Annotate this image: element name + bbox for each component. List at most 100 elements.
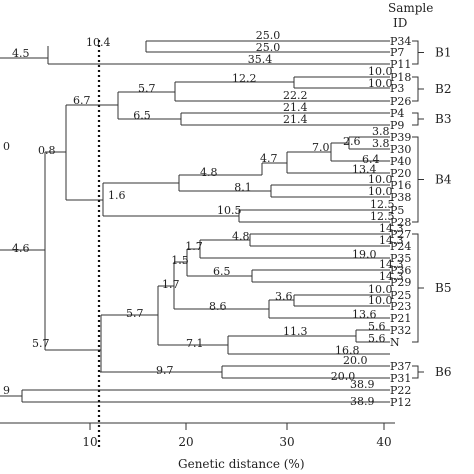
branch-label: 14.3 — [379, 234, 404, 247]
branch-label: 12.5 — [370, 198, 395, 211]
group-label: B3 — [435, 112, 451, 126]
branch-label: 1.6 — [108, 189, 126, 202]
branch-label: 35.4 — [248, 53, 273, 66]
branch-label: 10.5 — [217, 204, 242, 217]
group-label: B1 — [435, 46, 451, 60]
branch-label: 1.5 — [171, 254, 189, 267]
leaf-label: P20 — [390, 167, 411, 180]
branch-label: 4.8 — [200, 166, 218, 179]
branch-label: 25.0 — [256, 41, 281, 54]
branch-label: 22.2 — [283, 89, 308, 102]
branch-label: 13.6 — [352, 308, 377, 321]
branch-label: 10.0 — [368, 77, 393, 90]
group-bracket — [412, 233, 419, 343]
branch-label: 14.3 — [379, 222, 404, 235]
sample-id-header-line1: Sample — [388, 1, 433, 15]
branch-label: 3.8 — [372, 137, 390, 150]
branch-label: 12.5 — [370, 210, 395, 223]
branch-label: 5.7 — [32, 337, 50, 350]
leaf-label: P11 — [390, 58, 411, 71]
group-bracket — [412, 365, 419, 379]
x-tick-label: 30 — [279, 435, 294, 449]
group-bracket — [412, 136, 419, 223]
branch-label: 8.6 — [209, 300, 227, 313]
branch-label: 11.3 — [283, 325, 308, 338]
branch-label: 20.0 — [331, 370, 356, 383]
leaf-label: P35 — [390, 252, 411, 265]
branch-label: 4.8 — [232, 230, 250, 243]
branch-label: 6.7 — [73, 94, 91, 107]
branch-label: 10.0 — [368, 65, 393, 78]
x-tick-label: 40 — [376, 435, 391, 449]
branch-label: 4.5 — [12, 47, 30, 60]
branch-label: 1.7 — [162, 278, 180, 291]
branch-label: 0.8 — [38, 144, 56, 157]
branch-label: 19.0 — [352, 248, 377, 261]
branch-label: 9 — [3, 384, 10, 397]
branch-label: 10.0 — [368, 294, 393, 307]
leaf-label: P29 — [390, 276, 411, 289]
branch-label: 9.7 — [156, 364, 174, 377]
leaf-label: P28 — [390, 216, 411, 229]
branch-label: 5.7 — [126, 307, 144, 320]
leaf-label: P24 — [390, 240, 411, 253]
group-bracket — [412, 112, 419, 126]
leaf-label: P5 — [390, 204, 404, 217]
branch-label: 7.1 — [186, 337, 204, 350]
branch-label: 5.6 — [368, 332, 386, 345]
leaf-label: P9 — [390, 119, 404, 132]
group-label: B5 — [435, 281, 451, 295]
leaf-label: P31 — [390, 372, 411, 385]
branch-label: 1.7 — [185, 240, 203, 253]
branch-label: 10.0 — [368, 173, 393, 186]
leaf-label: P38 — [390, 191, 411, 204]
group-label: B2 — [435, 82, 451, 96]
leaf-label: P7 — [390, 46, 404, 59]
branch-label: 10.4 — [86, 36, 111, 49]
branch-label: 20.0 — [343, 354, 368, 367]
branch-label: 5.6 — [368, 320, 386, 333]
group-bracket — [412, 40, 419, 65]
branch-label: 0 — [3, 140, 10, 153]
sample-id-header-line2: ID — [393, 16, 407, 30]
branch-label: 21.4 — [283, 113, 308, 126]
leaf-label: P3 — [390, 82, 404, 95]
branch-label: 38.9 — [350, 395, 375, 408]
branch-label: 4.7 — [260, 152, 278, 165]
group-label: B6 — [435, 365, 451, 379]
x-tick-label: 10 — [82, 435, 97, 449]
leaf-label: P27 — [390, 228, 411, 241]
leaf-label: P16 — [390, 179, 411, 192]
group-bracket — [412, 76, 419, 102]
leaf-label: P22 — [390, 384, 411, 397]
leaf-label: P26 — [390, 95, 411, 108]
leaf-labels: P34P7P11P18P3P26P4P9P39P30P40P20P16P38P5… — [390, 35, 411, 409]
branch-label: 6.4 — [362, 153, 380, 166]
branch-label: 13.4 — [352, 163, 377, 176]
branch-label: 10.0 — [368, 185, 393, 198]
leaf-label: P37 — [390, 360, 411, 373]
branch-label: 6.5 — [213, 265, 231, 278]
branch-label: 12.2 — [232, 72, 257, 85]
leaf-label: P25 — [390, 289, 411, 302]
branch-label: 3.6 — [275, 290, 293, 303]
branch-label: 2.6 — [343, 135, 361, 148]
branch-labels: 25.025.035.410.44.510.010.012.222.25.721… — [3, 29, 404, 408]
branch-label: 6.5 — [133, 109, 151, 122]
branch-label: 14.3 — [379, 270, 404, 283]
leaf-label: P18 — [390, 71, 411, 84]
leaf-label: P23 — [390, 300, 411, 313]
leaf-label: P34 — [390, 35, 411, 48]
group-label: B4 — [435, 173, 452, 187]
dendrogram-branches — [0, 40, 390, 403]
leaf-label: P36 — [390, 264, 411, 277]
branch-label: 16.8 — [335, 344, 360, 357]
leaf-label: P30 — [390, 143, 411, 156]
branch-label: 5.7 — [138, 82, 156, 95]
leaf-label: P21 — [390, 312, 411, 325]
x-tick-label: 20 — [178, 435, 193, 449]
leaf-label: N — [390, 336, 400, 349]
branch-label: 4.6 — [12, 242, 30, 255]
leaf-label: P39 — [390, 131, 411, 144]
